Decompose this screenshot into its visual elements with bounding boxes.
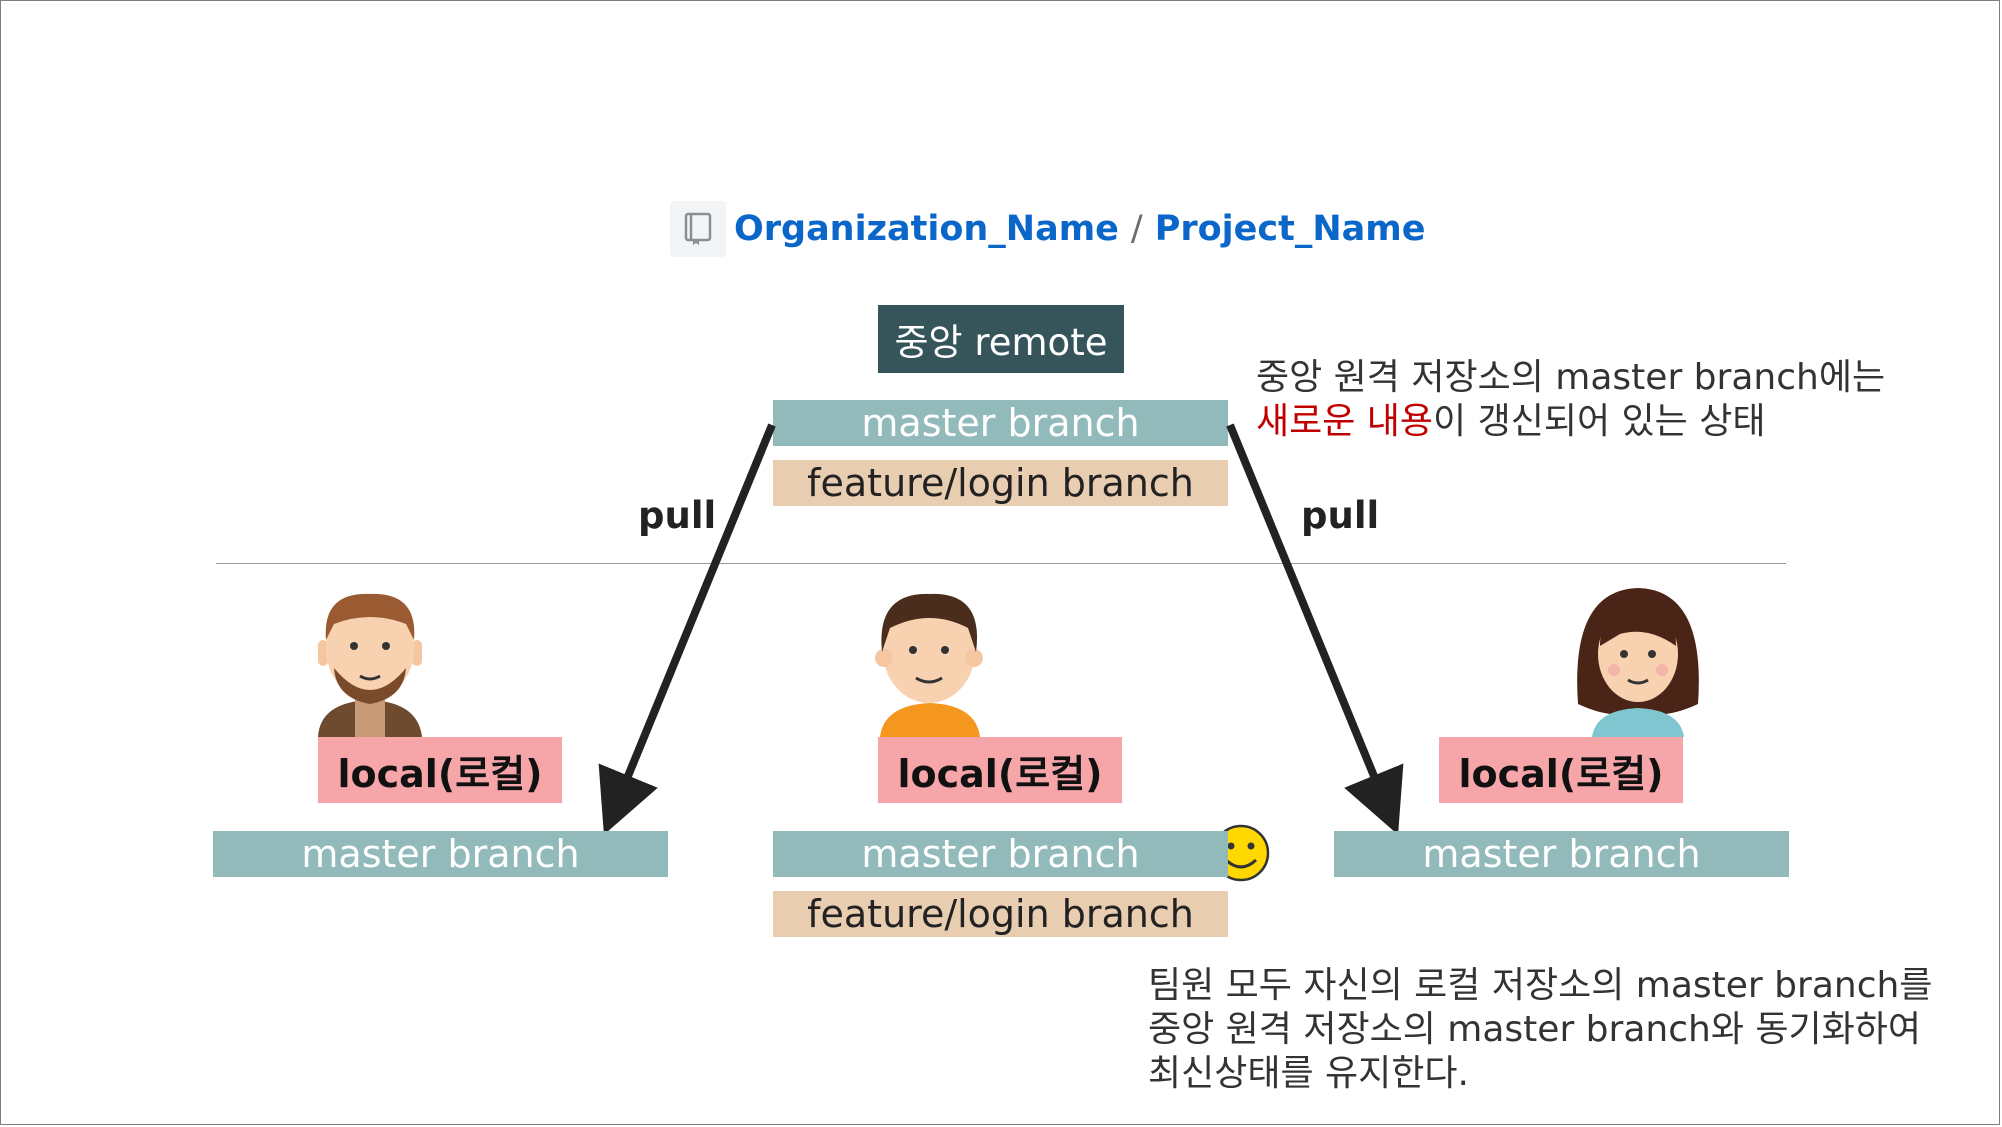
local-label-3: local(로컬)	[1439, 737, 1683, 803]
remote-note-line2: 새로운 내용이 갱신되어 있는 상태	[1256, 400, 1956, 444]
sync-note-line3: 최신상태를 유지한다.	[1148, 1053, 1469, 1094]
remote-master-branch: master branch	[773, 400, 1228, 446]
sync-note: 팀원 모두 자신의 로컬 저장소의 master branch를 중앙 원격 저…	[1148, 964, 1978, 1096]
organization-link[interactable]: Organization_Name	[734, 209, 1119, 249]
pull-arrow-right	[1226, 423, 1404, 835]
remote-label: 중앙 remote	[878, 305, 1124, 373]
local-1-master-branch: master branch	[213, 831, 668, 877]
girl-avatar	[1577, 588, 1699, 737]
remote-note-rest: 이 갱신되어 있는 상태	[1433, 401, 1766, 442]
local-2-master-branch: master branch	[773, 831, 1228, 877]
bearded-man-avatar	[318, 593, 422, 737]
remote-note: 중앙 원격 저장소의 master branch에는 새로운 내용이 갱신되어 …	[1256, 356, 1956, 444]
repo-book-icon	[670, 201, 726, 257]
remote-feature-branch: feature/login branch	[773, 460, 1228, 506]
pull-arrow-left	[598, 423, 776, 835]
pull-label-right: pull	[1301, 494, 1380, 537]
project-link[interactable]: Project_Name	[1154, 209, 1426, 249]
remote-note-highlight: 새로운 내용	[1256, 401, 1434, 442]
remote-local-divider	[216, 563, 1786, 564]
sync-note-line1: 팀원 모두 자신의 로컬 저장소의 master branch를	[1148, 965, 1933, 1006]
repo-header: Organization_Name / Project_Name	[670, 200, 1426, 258]
local-label-2: local(로컬)	[878, 737, 1122, 803]
local-label-1: local(로컬)	[318, 737, 562, 803]
remote-note-line1: 중앙 원격 저장소의 master branch에는	[1256, 357, 1886, 398]
local-2-feature-branch: feature/login branch	[773, 891, 1228, 937]
repo-separator: /	[1130, 209, 1143, 249]
sync-note-line2: 중앙 원격 저장소의 master branch와 동기화하여	[1148, 1009, 1921, 1050]
pull-label-left: pull	[638, 494, 717, 537]
boy-avatar	[875, 593, 983, 737]
local-3-master-branch: master branch	[1334, 831, 1789, 877]
